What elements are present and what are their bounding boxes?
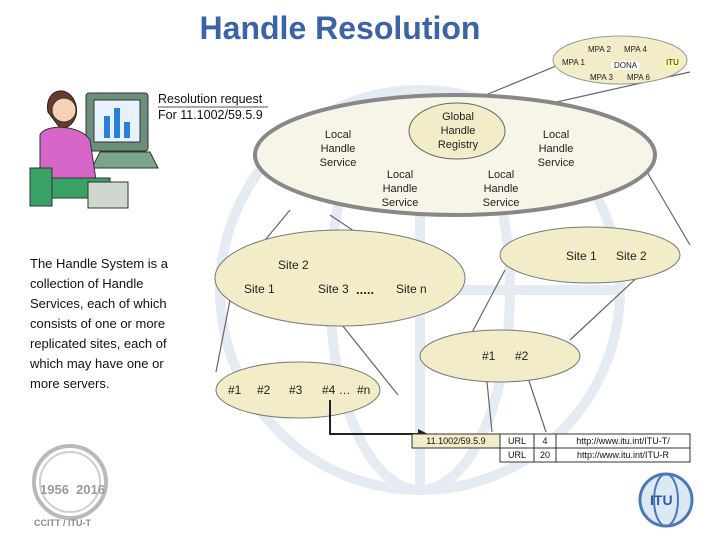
- global-registry-label: Global Handle Registry: [437, 111, 479, 151]
- local-service-center-right-label: Local Handle Service: [482, 169, 520, 209]
- anniversary-logo: [32, 444, 108, 520]
- server-n: #n: [357, 383, 371, 397]
- record-row2-data: http://www.itu.int/ITU-R: [576, 450, 670, 460]
- logo-year-1956: 1956: [40, 482, 69, 497]
- record-row1-index: 4: [542, 436, 548, 446]
- server-2: #2: [257, 383, 271, 397]
- record-row2-index: 20: [539, 450, 550, 460]
- server-4: #4 …: [322, 383, 351, 397]
- right-sites-ellipse: [499, 226, 681, 284]
- server-1: #1: [228, 383, 242, 397]
- description-text: The Handle System is a collection of Han…: [30, 256, 169, 391]
- request-line2: For 11.1002/59.5.9: [158, 108, 263, 122]
- mpa1-label: MPA 1: [562, 58, 585, 67]
- site3-label: Site 3: [318, 282, 349, 296]
- global-registry-ellipse: [408, 102, 506, 160]
- itu-label: ITU: [664, 58, 681, 67]
- person-at-computer-illustration: [29, 90, 159, 209]
- mpa3-label: MPA 3: [590, 73, 613, 82]
- right-server-2: #2: [515, 349, 529, 363]
- resolution-request: Resolution request For 11.1002/59.5.9: [158, 91, 263, 123]
- record-handle: 11.1002/59.5.9: [426, 436, 486, 446]
- local-service-left-label: Local Handle Service: [319, 129, 357, 169]
- logo-year-2016: 2016: [76, 482, 105, 497]
- request-line1: Resolution request: [158, 92, 263, 106]
- right-servers-ellipse: [419, 329, 581, 383]
- logo-subtitle: CCITT / ITU-T: [34, 518, 91, 528]
- sites-ellipse: [214, 229, 466, 327]
- record-row1-type: URL: [507, 436, 526, 446]
- sites-ellipsis: .....: [356, 282, 375, 297]
- local-service-right-label: Local Handle Service: [537, 129, 575, 169]
- itu-logo-text: ITU: [650, 492, 673, 508]
- mpa6-label: MPA 6: [627, 73, 650, 82]
- mpa4-label: MPA 4: [624, 45, 647, 54]
- siten-label: Site n: [396, 282, 427, 296]
- site2-label: Site 2: [278, 258, 309, 272]
- mpa2-label: MPA 2: [588, 45, 611, 54]
- itu-logo: [638, 472, 694, 528]
- servers-ellipse: [215, 361, 381, 419]
- site1-label: Site 1: [244, 282, 275, 296]
- right-site1-label: Site 1: [566, 249, 597, 263]
- page-title: Handle Resolution: [199, 10, 481, 46]
- server-3: #3: [289, 383, 303, 397]
- ghr-mpa-ellipse: [552, 35, 688, 85]
- right-site2-label: Site 2: [616, 249, 647, 263]
- right-server-1: #1: [482, 349, 496, 363]
- record-arrow: [329, 400, 418, 435]
- record-row1-data: http://www.itu.int/ITU-T/: [576, 436, 670, 446]
- local-service-center-left-label: Local Handle Service: [381, 169, 419, 209]
- dona-label: DONA: [611, 61, 641, 70]
- record-row2-type: URL: [507, 450, 526, 460]
